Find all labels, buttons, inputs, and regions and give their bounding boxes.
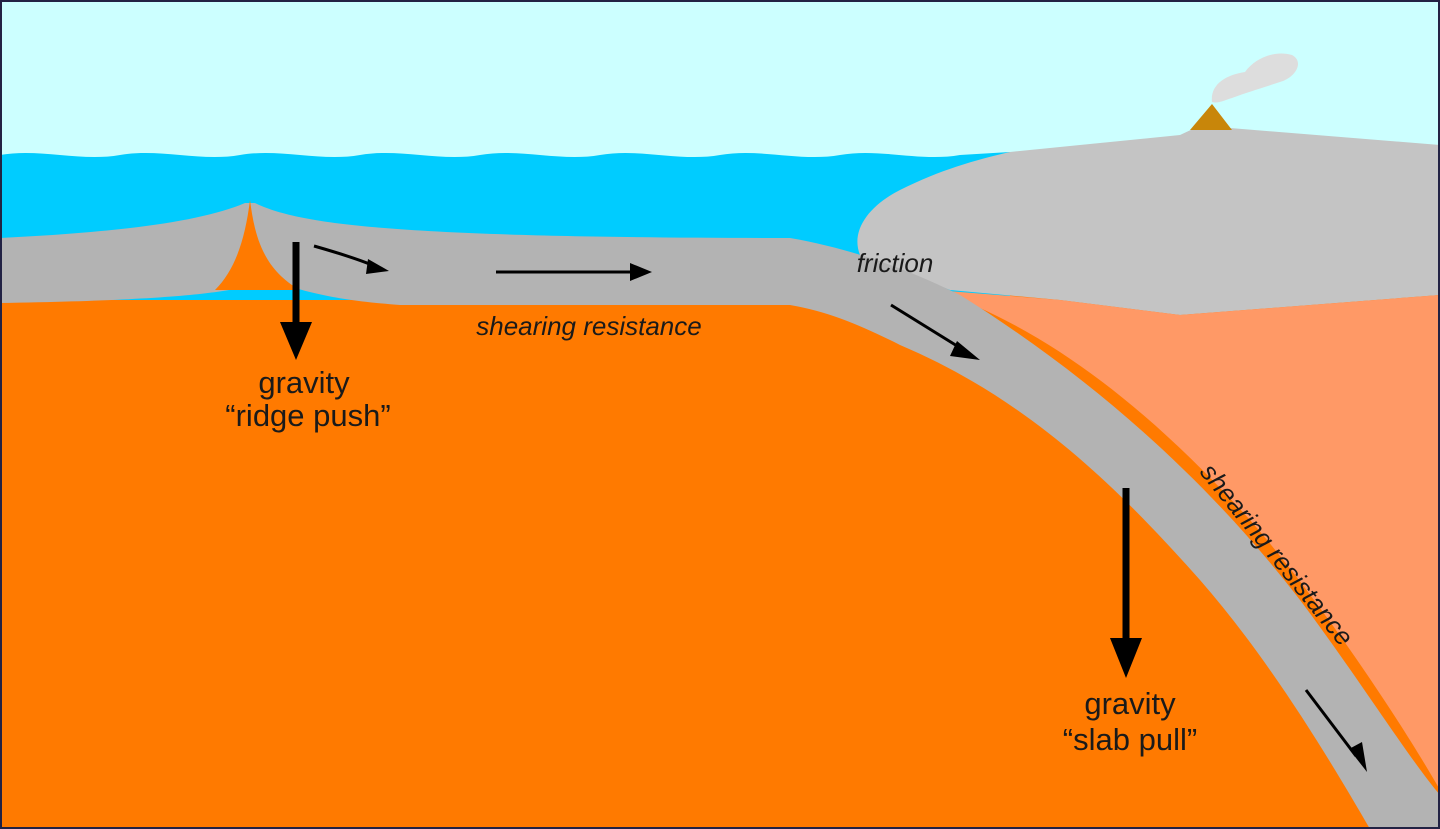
slab-pull-arrow-head [1110, 638, 1142, 678]
plate-motion-arrow-horizontal-head [630, 263, 652, 281]
slab-motion-arrow-upper-head [950, 341, 980, 360]
mid-ocean-ridge [215, 200, 300, 290]
friction-label: friction [857, 248, 934, 278]
slab-pull-label: “slab pull” [1063, 722, 1197, 757]
mantle-wedge [935, 290, 1440, 790]
volcano [1190, 104, 1232, 130]
oceanic-plate [0, 203, 1440, 829]
slab-gravity-label: gravity [1084, 686, 1176, 721]
continental-plate [857, 128, 1440, 315]
volcano-smoke [1211, 53, 1299, 103]
ridge-push-arrow-head [280, 322, 312, 360]
shearing-resistance-top-label: shearing resistance [476, 311, 701, 341]
ridge-push-label: “ridge push” [225, 398, 390, 433]
slab-motion-arrow-upper [890, 303, 963, 351]
motion-arrows [280, 242, 1367, 772]
slab-motion-arrow-lower-head [1349, 742, 1367, 772]
plate-motion-arrow-curved-head [366, 259, 389, 274]
slab-motion-arrow-lower [1304, 689, 1358, 757]
ridge-gravity-label: gravity [258, 365, 350, 400]
